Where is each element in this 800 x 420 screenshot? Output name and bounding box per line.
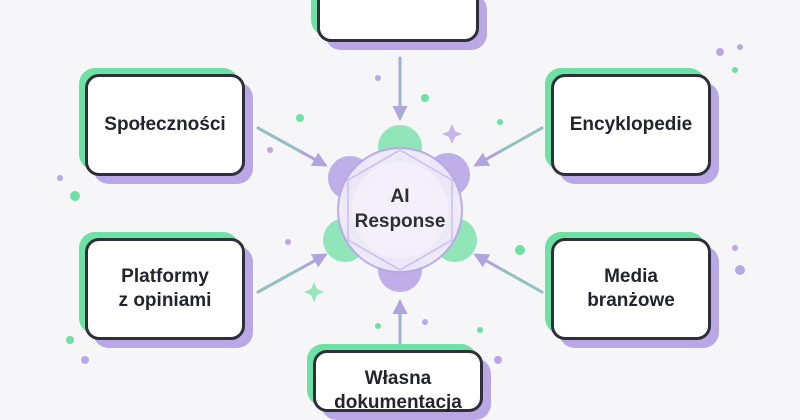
source-card-industry-media: Media branżowe [545, 232, 719, 348]
connector-arrows [256, 56, 544, 347]
source-card-review-platforms: Platformy z opiniami [79, 232, 253, 348]
source-card-own-docs: Własna dokumentacja [307, 344, 491, 420]
source-label-industry-media: Media branżowe [587, 266, 675, 311]
center-title: AI Response [354, 186, 446, 232]
decorative-dots [57, 44, 745, 364]
source-label-review-platforms: Platformy z opiniami [118, 266, 212, 311]
source-card-encyclopedias: Encyklopedie [545, 68, 719, 184]
source-card-communities: Społeczności [79, 68, 253, 184]
source-label-encyclopedias: Encyklopedie [569, 114, 693, 136]
source-label-own-docs: Własna dokumentacja [334, 368, 462, 413]
center-node [323, 125, 477, 292]
source-card-top [311, 0, 487, 50]
source-label-communities: Społeczności [104, 114, 226, 136]
